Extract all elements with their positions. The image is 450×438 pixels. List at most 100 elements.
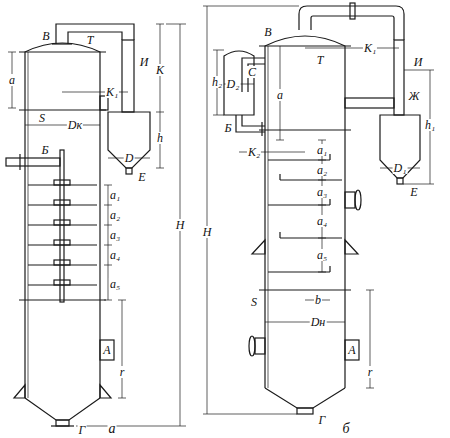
column-shell: [56, 420, 69, 426]
separator-vessel: [236, 115, 265, 132]
column-shell: [259, 289, 351, 290]
column-shell: [14, 385, 25, 398]
dimension-lines: [104, 265, 112, 266]
drawing-label: h₁: [424, 119, 436, 131]
drawing-label: И: [139, 56, 150, 68]
vapour-pipe: [68, 32, 122, 44]
condenser: [108, 112, 150, 168]
manholes: [345, 192, 355, 208]
condenser: [380, 115, 420, 178]
drawing-label: а₅: [316, 249, 328, 261]
dimension-lines: [403, 184, 434, 185]
column-shell: [268, 46, 269, 388]
drawing-label: H: [202, 226, 213, 238]
dimension-lines: [305, 48, 399, 49]
segmental-trays: [280, 179, 342, 180]
stirrer-shaft-and-trays: [54, 200, 70, 205]
dimension-lines: [104, 185, 112, 186]
segmental-trays: [279, 232, 280, 238]
drawing-label: а₄: [316, 215, 328, 227]
segmental-trays: [268, 159, 330, 160]
dimension-lines: [122, 300, 123, 398]
drawing-label: И: [413, 56, 424, 68]
dimension-lines: [213, 50, 224, 51]
segmental-trays: [329, 266, 330, 272]
side-nozzle: [19, 154, 20, 170]
dimension-lines: [318, 180, 326, 181]
drawing-label: Т: [86, 34, 95, 46]
stirrer-shaft-and-trays: [54, 220, 70, 225]
drawing-label: Dн: [310, 316, 327, 328]
drawing-label: а₃: [109, 229, 121, 241]
drawing-label: h₂: [211, 76, 223, 88]
dimension-lines: [104, 300, 112, 301]
segmental-trays: [279, 174, 280, 180]
condenser: [100, 40, 150, 174]
column-shell: [25, 43, 100, 398]
condenser: [397, 178, 403, 184]
manholes: [255, 338, 265, 354]
drawing-label: S: [38, 112, 46, 124]
side-nozzle: [6, 158, 60, 166]
dimension-lines: [318, 205, 326, 206]
separator-vessel: [224, 51, 254, 115]
segmental-trays: [329, 154, 330, 160]
dimension-lines: [156, 168, 164, 169]
separator-vessel: [261, 122, 262, 136]
side-nozzle: [6, 154, 60, 170]
drawing-label: Т: [316, 54, 325, 66]
drawing-label: S: [250, 296, 258, 308]
dimension-lines: [25, 125, 100, 126]
dimension-lines: [203, 414, 297, 415]
column-shell: [19, 109, 106, 110]
drawing-label: D: [124, 152, 135, 164]
column-shell: [252, 240, 265, 254]
column-shell: [25, 398, 100, 420]
drawing-label: С: [247, 66, 257, 78]
drawing-label: а₄: [109, 249, 121, 261]
drawing-label: Е: [409, 186, 418, 198]
drawing-label: а₂: [316, 164, 328, 176]
drawing-label: В: [263, 26, 272, 38]
condenser: [122, 40, 134, 112]
stirrer-shaft-and-trays: [60, 150, 64, 302]
dimension-lines: [104, 245, 112, 246]
drawing-label: Dк: [67, 119, 83, 131]
manholes: [345, 340, 359, 360]
drawing-label: К₁: [105, 86, 119, 98]
dimension-lines: [76, 426, 186, 427]
dimension-lines: [318, 238, 326, 239]
column-shell: [19, 299, 106, 300]
figure-caption: а: [108, 422, 117, 436]
manholes: [249, 336, 255, 356]
column-shell: [259, 129, 351, 130]
segmental-trays: [280, 237, 342, 238]
manholes: [355, 190, 361, 210]
column-shell: [19, 51, 106, 52]
stirrer-shaft-and-trays: [28, 150, 97, 302]
drawing-label: В: [41, 30, 50, 42]
dimension-lines: [156, 112, 164, 113]
dimension-lines: [318, 140, 326, 141]
drawing-label: h: [156, 132, 164, 144]
column-shell: [100, 385, 111, 398]
segmental-trays: [268, 271, 330, 272]
dimension-lines: [207, 6, 208, 414]
stirrer-shaft-and-trays: [54, 260, 70, 265]
dimension-lines: [8, 108, 16, 109]
dimension-lines: [160, 24, 161, 168]
column-shell: [265, 388, 345, 408]
drawing-label: D₁: [393, 162, 408, 174]
column-shell: [345, 240, 358, 254]
drawing-label: b: [314, 294, 322, 306]
dimension-lines: [8, 24, 186, 426]
hatch-a: [100, 340, 114, 360]
drawing-label: а: [8, 74, 16, 86]
drawing-label: H: [175, 219, 186, 231]
column-shell: [265, 36, 345, 388]
drawing-label: а₅: [109, 278, 121, 290]
dimension-lines: [213, 115, 224, 116]
drawing-label: Г: [78, 424, 87, 436]
condenser: [394, 40, 404, 115]
